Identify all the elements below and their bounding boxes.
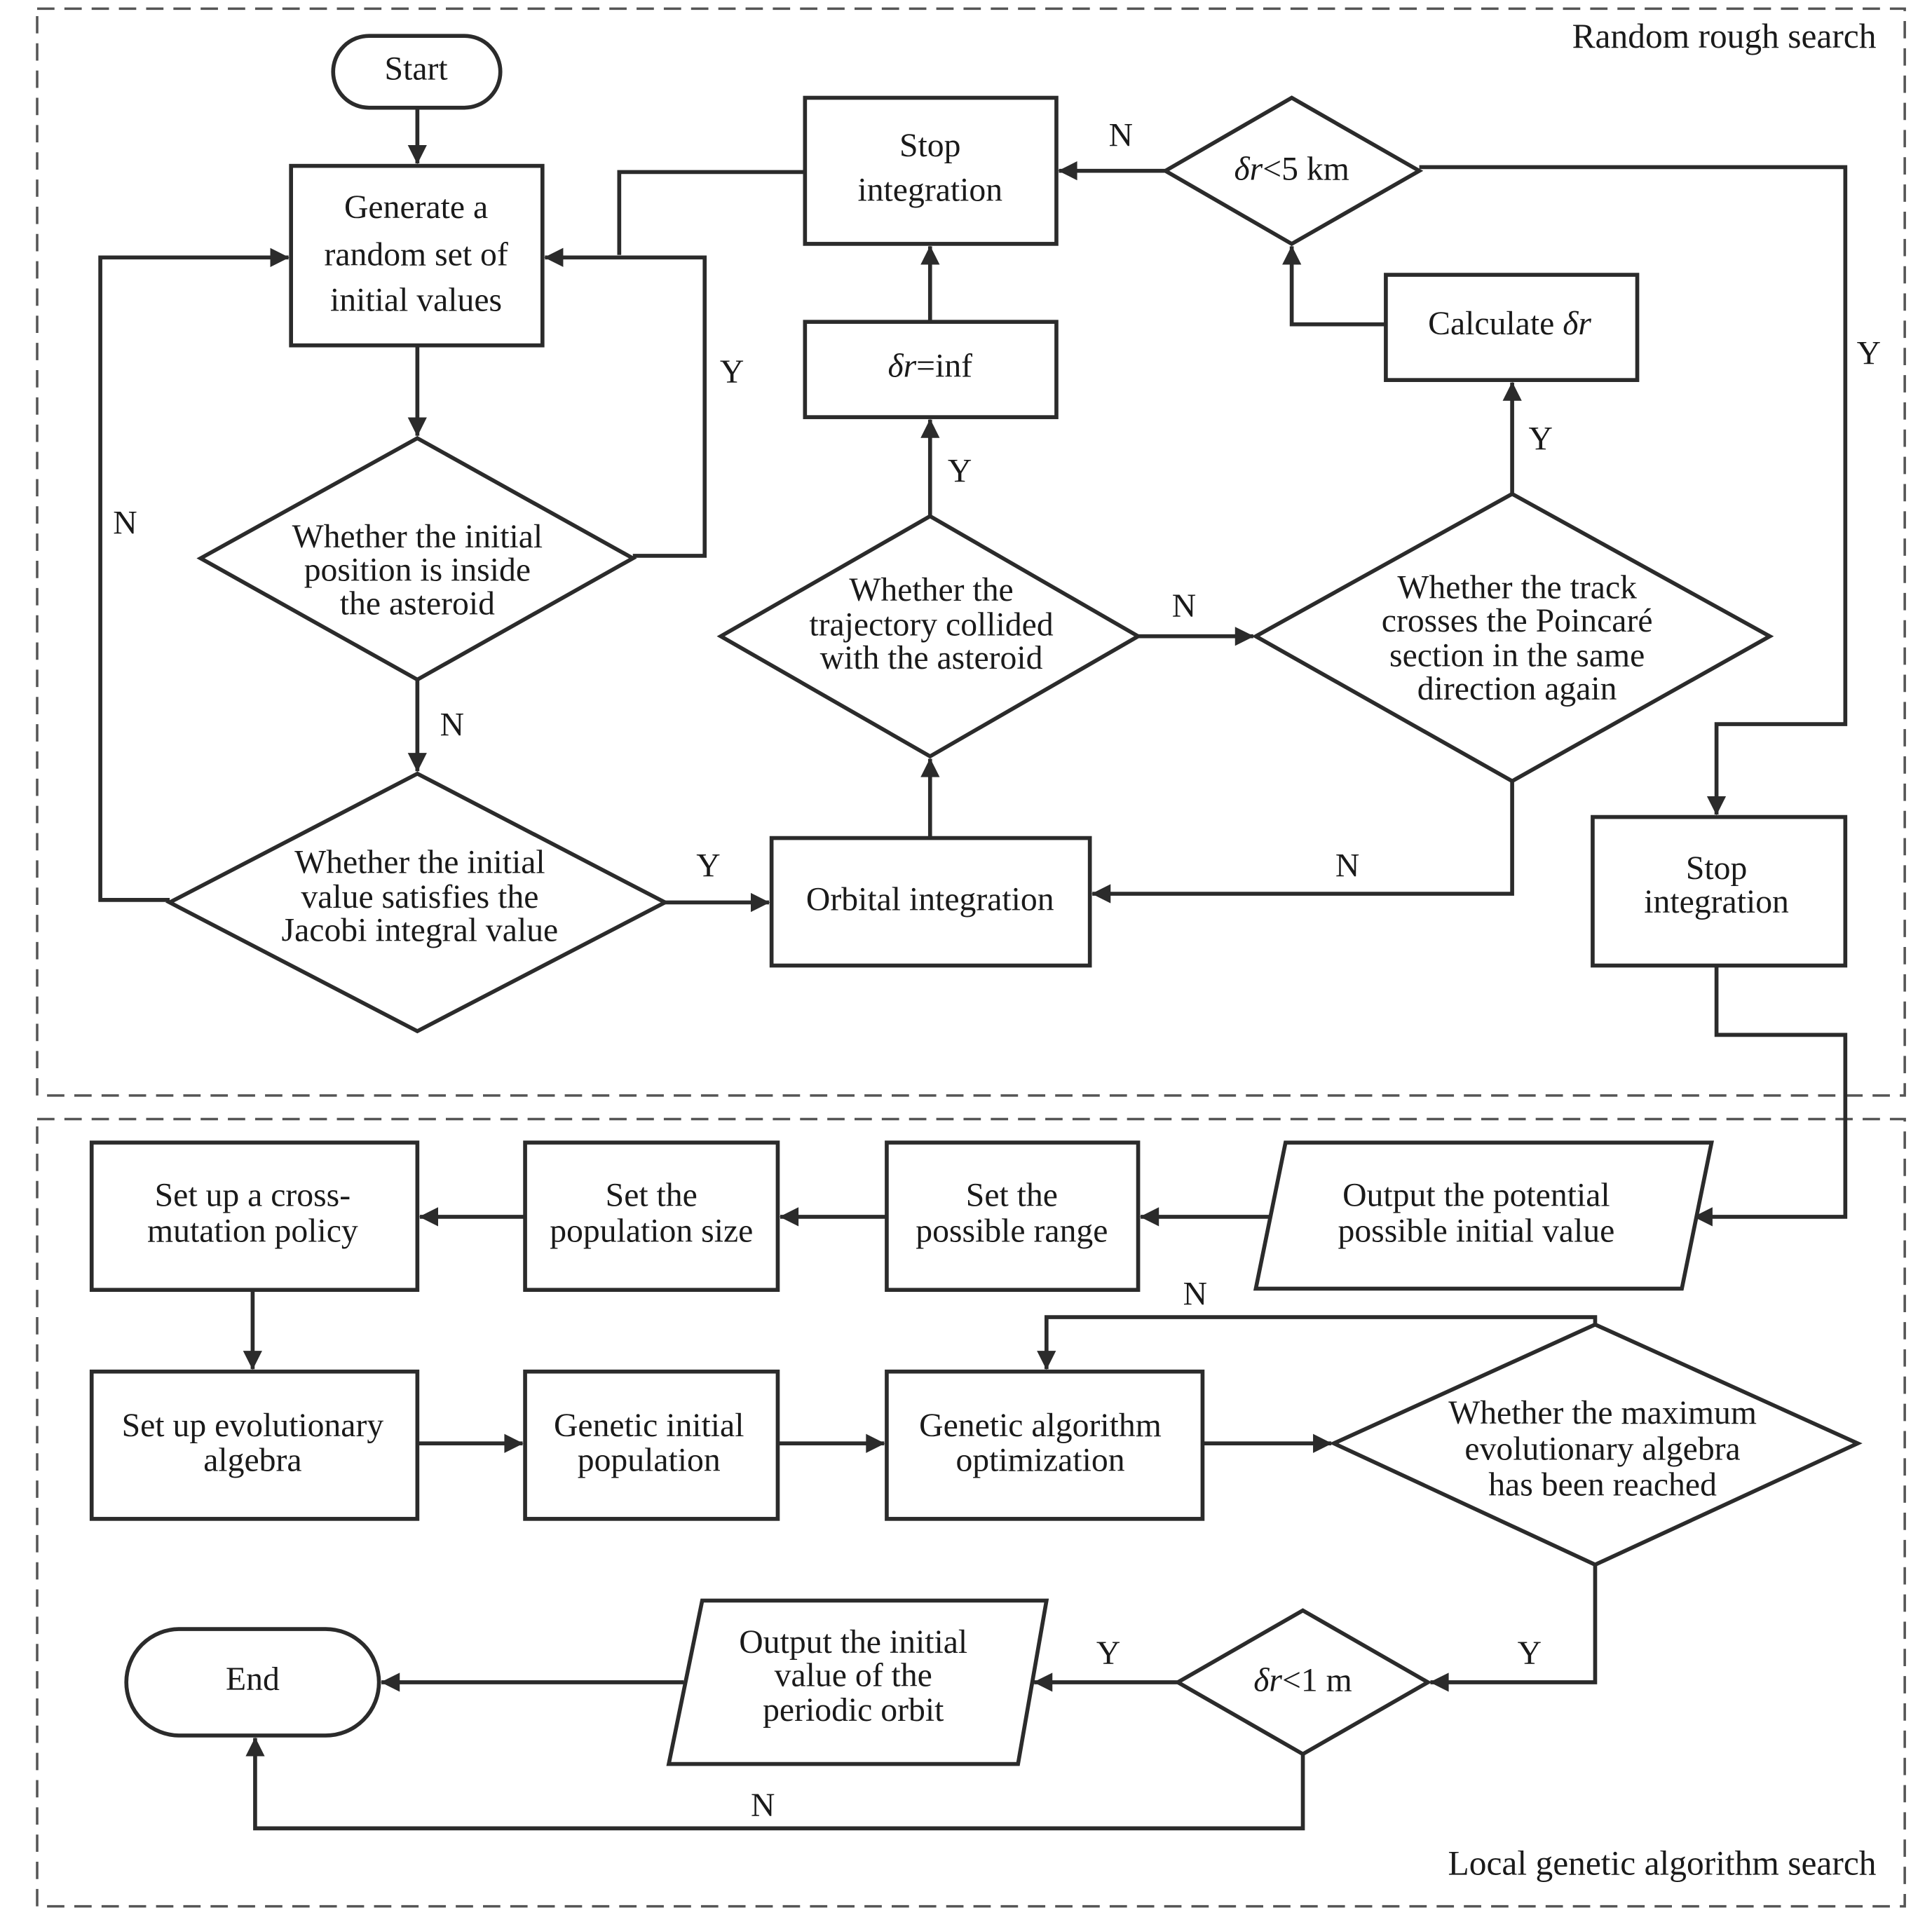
evolutionary-line-2: algebra	[203, 1442, 301, 1478]
orbital-integration-box: Orbital integration	[769, 836, 1092, 968]
inside-asteroid-line-2: position is inside	[304, 552, 531, 589]
branch-label-collided-yes: Y	[948, 453, 972, 489]
region-random-rough-search	[36, 7, 1906, 1097]
connector-dr5-yes	[1419, 165, 1848, 816]
stop-integration-2-line-2: integration	[1644, 884, 1789, 920]
connector-poincare-no	[1091, 781, 1514, 904]
region-local-genetic-search	[36, 1117, 1906, 1908]
poincare-line-2: crosses the Poincaré	[1382, 603, 1653, 639]
set-population-box: Set the population size	[523, 1140, 780, 1292]
calculate-dr-box: Calculate δr	[1384, 273, 1640, 382]
branch-label-inside-yes: Y	[720, 354, 744, 390]
branch-label-jacobi-yes: Y	[696, 848, 720, 885]
start-label: Start	[385, 50, 448, 87]
stop-integration-box-1: Stop integration	[803, 95, 1059, 246]
output-potential-line-2: possible initial value	[1338, 1213, 1614, 1250]
inside-asteroid-decision: Whether the initial position is inside t…	[196, 435, 637, 682]
set-evolutionary-box: Set up evolutionary algebra	[89, 1369, 420, 1521]
connector-jacobi-no-loop	[98, 247, 290, 902]
dr-lt-1m-decision: δr<1 m	[1174, 1608, 1432, 1757]
region-title-top: Random rough search	[1572, 17, 1877, 55]
connector-maxgen-yes	[1429, 1565, 1598, 1692]
genetic-optimization-line-2: optimization	[955, 1442, 1124, 1478]
connector-dr1-no	[245, 1737, 1305, 1831]
calculate-dr-label: Calculate δr	[1428, 306, 1591, 342]
set-population-line-2: population size	[550, 1213, 753, 1250]
connector-stop-generate	[617, 170, 805, 255]
poincare-line-3: section in the same	[1389, 637, 1645, 674]
connector-calc-dr	[1282, 245, 1386, 327]
branch-label-poincare-no: N	[1335, 848, 1359, 885]
genetic-initial-line-2: population	[578, 1442, 721, 1478]
dr-lt-1m-label: δr<1 m	[1253, 1663, 1352, 1699]
branch-label-jacobi-no: N	[113, 505, 137, 541]
orbital-integration-label: Orbital integration	[806, 881, 1054, 918]
set-range-box: Set the possible range	[885, 1140, 1141, 1292]
crosses-poincare-decision: Whether the track crosses the Poincaré s…	[1251, 491, 1774, 784]
dr-inf-label: δr=inf	[887, 348, 972, 384]
genetic-optimization-line-1: Genetic algorithm	[919, 1408, 1162, 1444]
max-generation-line-3: has been reached	[1488, 1467, 1717, 1504]
branch-label-inside-no: N	[440, 707, 464, 743]
branch-label-dr5-yes: Y	[1857, 336, 1881, 372]
output-initial-line-1: Output the initial	[739, 1624, 967, 1661]
dr-inf-box: δr=inf	[803, 320, 1059, 419]
branch-label-collided-no: N	[1172, 588, 1196, 625]
generate-initial-values-box: Generate a random set of initial values	[289, 163, 545, 348]
genetic-optimization-box: Genetic algorithm optimization	[885, 1369, 1205, 1521]
poincare-line-1: Whether the track	[1397, 569, 1637, 606]
stop-integration-2-line-1: Stop	[1686, 850, 1747, 887]
branch-label-dr1-no: N	[751, 1787, 775, 1824]
inside-asteroid-line-3: the asteroid	[340, 585, 495, 622]
stop-integration-1-line-2: integration	[857, 172, 1002, 208]
output-potential-io: Output the potential possible initial va…	[1253, 1140, 1714, 1291]
output-potential-line-1: Output the potential	[1342, 1177, 1610, 1213]
collided-line-1: Whether the	[849, 572, 1013, 608]
end-label: End	[226, 1661, 280, 1698]
set-range-line-1: Set the	[966, 1177, 1058, 1213]
max-generation-line-1: Whether the maximum	[1448, 1395, 1757, 1431]
dr-lt-5km-decision: δr<5 km	[1161, 95, 1424, 247]
set-crossmutation-box: Set up a cross- mutation policy	[89, 1140, 420, 1292]
connector-stop2-output	[1693, 965, 1848, 1227]
end-terminal: End	[124, 1627, 381, 1738]
jacobi-line-1: Whether the initial	[294, 844, 545, 880]
branch-label-dr5-no: N	[1109, 118, 1133, 154]
branch-label-poincare-yes: Y	[1529, 421, 1553, 457]
crossmutation-line-1: Set up a cross-	[155, 1177, 351, 1213]
connector-maxgen-no-loop	[1037, 1315, 1598, 1370]
genetic-initial-line-1: Genetic initial	[554, 1408, 744, 1444]
generate-line-2: random set of	[324, 236, 508, 273]
start-terminal: Start	[331, 34, 503, 110]
dr-lt-5km-label: δr<5 km	[1234, 151, 1349, 187]
jacobi-line-2: value satisfies the	[301, 879, 538, 915]
output-initial-line-2: value of the	[775, 1658, 932, 1694]
collided-line-3: with the asteroid	[820, 640, 1043, 676]
evolutionary-line-1: Set up evolutionary	[122, 1408, 384, 1444]
generate-line-3: initial values	[330, 282, 502, 319]
output-initial-io: Output the initial value of the periodic…	[666, 1598, 1049, 1766]
branch-label-dr1-yes: Y	[1096, 1635, 1120, 1672]
branch-label-maxgen-yes: Y	[1518, 1635, 1542, 1672]
jacobi-decision: Whether the initial value satisfies the …	[165, 771, 669, 1034]
set-range-line-2: possible range	[916, 1213, 1108, 1250]
connector-inside-yes-loop	[544, 247, 707, 558]
stop-integration-1-line-1: Stop	[899, 128, 960, 164]
stop-integration-box-2: Stop integration	[1591, 815, 1848, 968]
genetic-initial-box: Genetic initial population	[523, 1369, 780, 1521]
set-population-line-1: Set the	[606, 1177, 698, 1213]
jacobi-line-3: Jacobi integral value	[282, 913, 559, 949]
inside-asteroid-line-1: Whether the initial	[292, 519, 543, 555]
collided-line-2: trajectory collided	[809, 606, 1053, 643]
region-title-bottom: Local genetic algorithm search	[1448, 1844, 1877, 1882]
max-generation-line-2: evolutionary algebra	[1464, 1431, 1740, 1467]
output-initial-line-3: periodic orbit	[763, 1692, 944, 1729]
branch-label-maxgen-no: N	[1183, 1276, 1207, 1313]
collided-decision: Whether the trajectory collided with the…	[716, 514, 1143, 759]
generate-line-1: Generate a	[344, 189, 488, 226]
max-generation-decision: Whether the maximum evolutionary algebra…	[1328, 1322, 1863, 1567]
poincare-line-4: direction again	[1417, 671, 1617, 707]
crossmutation-line-2: mutation policy	[147, 1213, 358, 1250]
